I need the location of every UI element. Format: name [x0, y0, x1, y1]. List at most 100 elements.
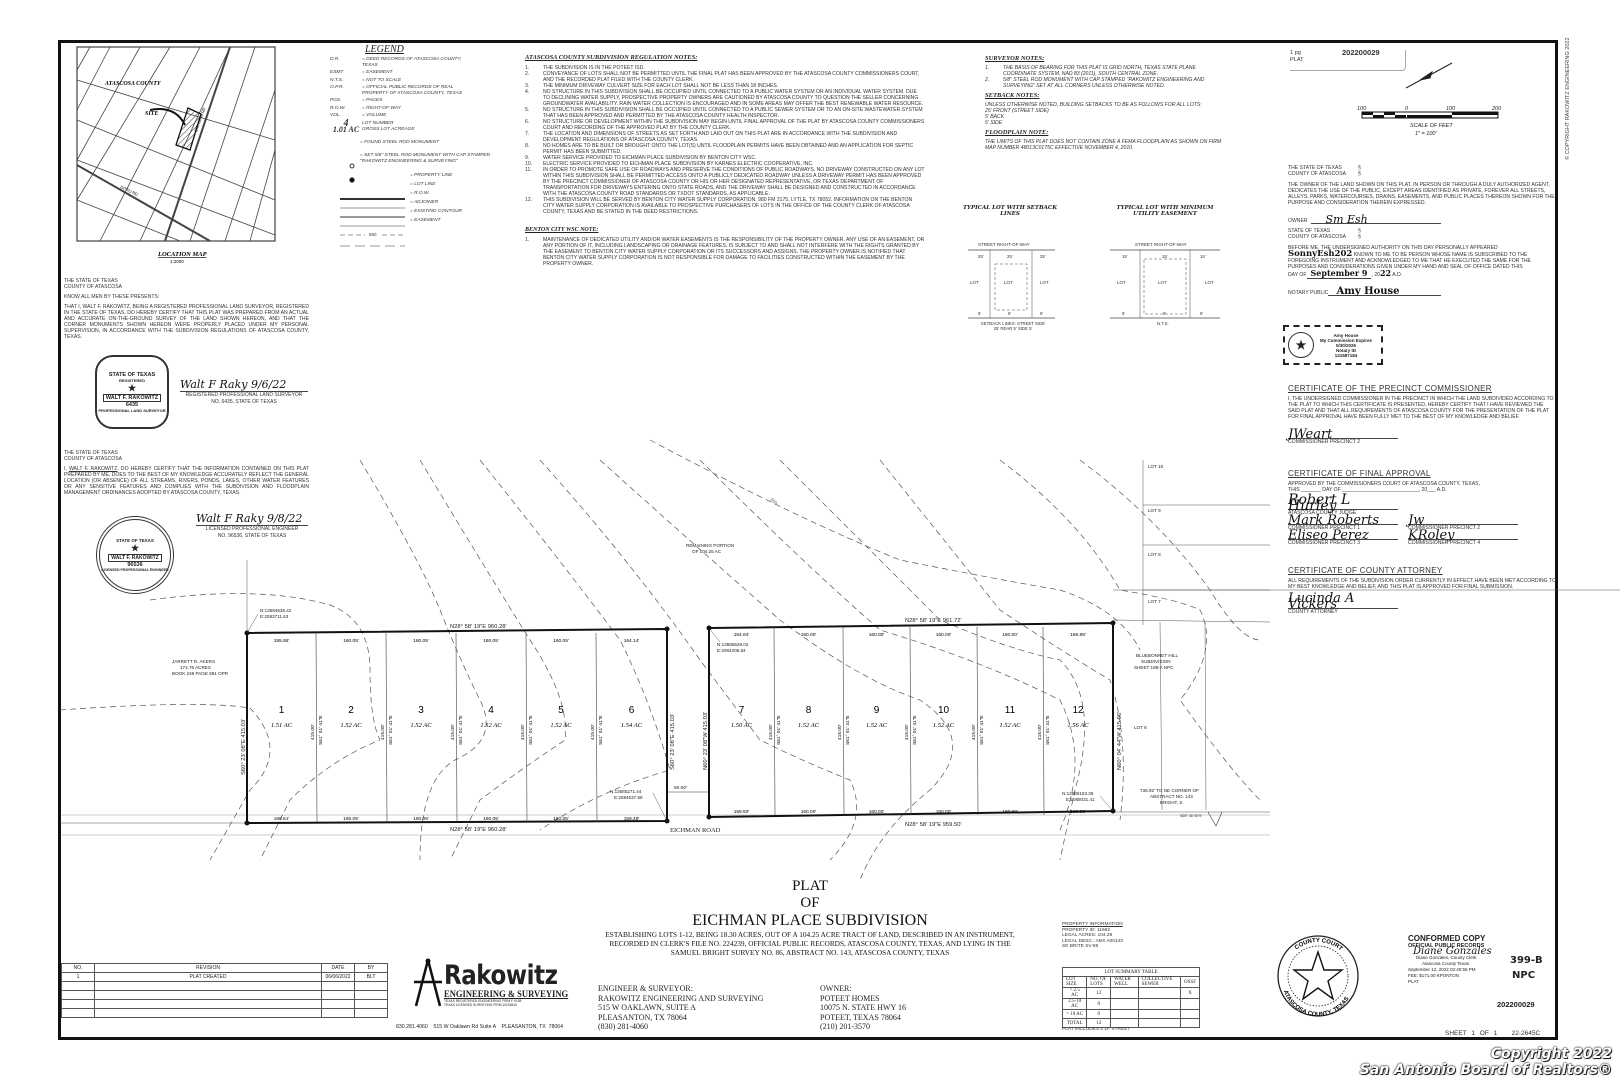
lot-acreage: 1.52 AC [999, 722, 1021, 729]
typical-lot-easement-title: TYPICAL LOT WITH MINIMUM UTILITY EASEMEN… [1116, 205, 1214, 217]
notary-day-label: DAY OF [1288, 272, 1307, 278]
revision-cell [354, 1008, 388, 1018]
logo-name: Rakowitz [444, 960, 558, 992]
property-info-line: PROPERTY INFORMATION [1062, 922, 1123, 927]
note-text: THE MINIMUM DRIVEWAY CULVERT SIZE FOR EA… [543, 83, 779, 89]
block1-bottom-bearing: N28° 58' 19"E 960.28' [450, 827, 507, 833]
note-number: 10. [525, 161, 533, 167]
engineer-certification: THE STATE OF TEXAS COUNTY OF ATASCOSA I,… [64, 450, 309, 496]
lot-front-dim: 160.00' [1002, 632, 1018, 638]
note-number: 3. [525, 83, 530, 89]
note-item: 12.THIS SUBDIVISION WILL BE SERVED BY BE… [525, 197, 925, 215]
notary-year-prefix: 20 [1374, 272, 1380, 278]
lot-line-depth: 415.00' [768, 724, 774, 740]
sheet-text: SHEET 1 OF 1 [1445, 1030, 1498, 1037]
note-number: 1. [525, 237, 530, 243]
lot-summary-cell: X [1180, 987, 1200, 999]
seal-number: 6435 [125, 401, 139, 408]
commissioner-label: COMMISSIONER PRECINCT 2 [1408, 525, 1481, 531]
legend-lot-number-sample: 4 [343, 117, 349, 129]
surveyor-signature: Walt F Raky 9/6/22 [180, 378, 308, 392]
lot-summary-header: COLLECTIVE SEWER [1137, 976, 1182, 988]
seal-number: 96536 [127, 562, 143, 568]
coord-north: N:13584636.42 [260, 608, 292, 613]
legend-abbr: N.T.S. [330, 77, 344, 83]
cert-attorney-text: ALL REQUIREMENTS OF THE SUBDIVISION ORDE… [1288, 578, 1556, 590]
note-text: IN ORDER TO PROMOTE SAFE USE OF ROADWAYS… [543, 167, 925, 197]
lot-summary-cell: 0 [1086, 998, 1112, 1010]
lot-front-dim: 160.00' [801, 632, 817, 638]
lot-summary-header: OSSF [1180, 976, 1200, 988]
legend-item: N.T.S.= NOT TO SCALE [330, 78, 500, 84]
notary-year: 22 [1379, 268, 1392, 278]
typical-lot-diagrams [968, 249, 1220, 319]
legend-line-label: = ADJOINER [410, 200, 439, 206]
regulation-notes-title: ATASCOSA COUNTY SUBDIVISION REGULATION N… [525, 54, 698, 61]
coord-north: N:13585271.44 [610, 789, 642, 794]
commissioner-2-signature: JWeart [1288, 428, 1398, 441]
notary-stamp-line: Notary ID [1336, 347, 1357, 353]
engineer-cert-county: COUNTY OF ATASCOSA [64, 456, 123, 462]
lot-summary-cell [1137, 987, 1182, 999]
adjoiner-lines [60, 460, 1620, 836]
section-symbol: § [1358, 228, 1361, 234]
logo-firm-reg: TEXAS REGISTERED ENGINEERING FIRM F-9155 [444, 999, 522, 1004]
plat-description: ESTABLISHING LOTS 1-12, BEING 18.30 ACRE… [605, 930, 1015, 957]
lot-front-dim: 155.95' [274, 638, 290, 644]
lot-back-dim: 160.00' [936, 809, 952, 815]
revision-cell: PLAT CREATED [94, 972, 322, 982]
lot-summary-cell [1137, 998, 1182, 1010]
lot-line [315, 632, 318, 823]
legend-line-label: = R.O.W. [410, 191, 430, 197]
logo-sub: ENGINEERING & SURVEYING [444, 990, 569, 1001]
revision-row [61, 1008, 388, 1018]
seal-text: LICENSED PROFESSIONAL ENGINEER [101, 568, 169, 572]
cert-final-text-2: THIS _______ DAY OF ____________________… [1288, 487, 1447, 493]
road-name: EICHMAN ROAD [670, 827, 721, 834]
owner-label: OWNER [1288, 218, 1308, 224]
commissioner-label: COMMISSIONER PRECINCT 4 [1408, 540, 1481, 546]
watermark-line: Copyright 2022 [1490, 1046, 1612, 1062]
note-text: CONVEYANCE OF LOTS SHALL NOT BE PERMITTE… [543, 71, 920, 83]
legend-def: = EASEMENT [362, 70, 393, 75]
block2-top-bearing: N28° 58' 19"E 961.72' [905, 618, 962, 624]
notary-signature: Amy House [1328, 287, 1442, 297]
lot-line-depth: 415.00' [904, 724, 910, 740]
county-judge-label: ATASCOSA COUNTY JUDGE [1288, 510, 1357, 516]
county-judge-signature: Robert L Hurley [1288, 493, 1398, 513]
county-court-seal: COUNTY COURT ATASCOSA COUNTY, TEXAS [1277, 935, 1359, 1018]
typical-lot-back: 5' [1200, 311, 1204, 316]
block2-right-bearing: N60° 04' 44"W 415.06' [1117, 712, 1123, 770]
engineer-info-line: 515 W OAKLAWN, SUITE A [598, 1003, 696, 1013]
note-item: 11.IN ORDER TO PROMOTE SAFE USE OF ROADW… [525, 167, 925, 197]
owner-info-line: POTEET, TEXAS 78064 [820, 1012, 901, 1022]
note-item: 4.NO STRUCTURE IN THIS SUBDIVISION SHALL… [525, 89, 925, 107]
note-item: 6.NO STRUCTURE OR DEVELOPMENT WITHIN THE… [525, 119, 925, 131]
revision-cell [61, 981, 95, 991]
conformed-copy-stamp: CONFORMED COPY OFFICIAL PUBLIC RECORDS D… [1408, 935, 1538, 985]
note-item: 2.5/8" STEEL ROD MONUMENT WITH CAP STAMP… [985, 77, 1225, 89]
lot-summary-cell [1180, 1009, 1200, 1019]
conformed-number: 202200029 [1497, 1000, 1535, 1009]
revision-cell [321, 990, 355, 1000]
notary-state: STATE OF TEXAS [1288, 228, 1331, 234]
scale-tick: 200 [1491, 106, 1502, 112]
lot-summary-title: LOT SUMMARY TABLE [1062, 967, 1200, 977]
legend-def: = OFFICIAL PUBLIC RECORDS OF REAL PROPER… [362, 85, 463, 96]
lot-line-depth: 415.00' [380, 724, 386, 740]
lot-summary-cell: 12 [1086, 987, 1112, 999]
revision-header: NO. [61, 963, 95, 973]
coord-north: N:13586163.36 [1062, 791, 1094, 796]
adjacent-lot: LOT 6 [1134, 725, 1147, 730]
logo-firm-lic: TEXAS LICENSED SURVEYING FIRM 10194510 [444, 1003, 518, 1008]
note-number: 6. [525, 119, 530, 125]
scale-tick: 0 [1405, 106, 1409, 112]
conformed-subtitle: OFFICIAL PUBLIC RECORDS [1408, 943, 1485, 949]
note-item: 9.WATER SERVICE PROVIDED TO EICHMAN PLAC… [525, 155, 925, 161]
